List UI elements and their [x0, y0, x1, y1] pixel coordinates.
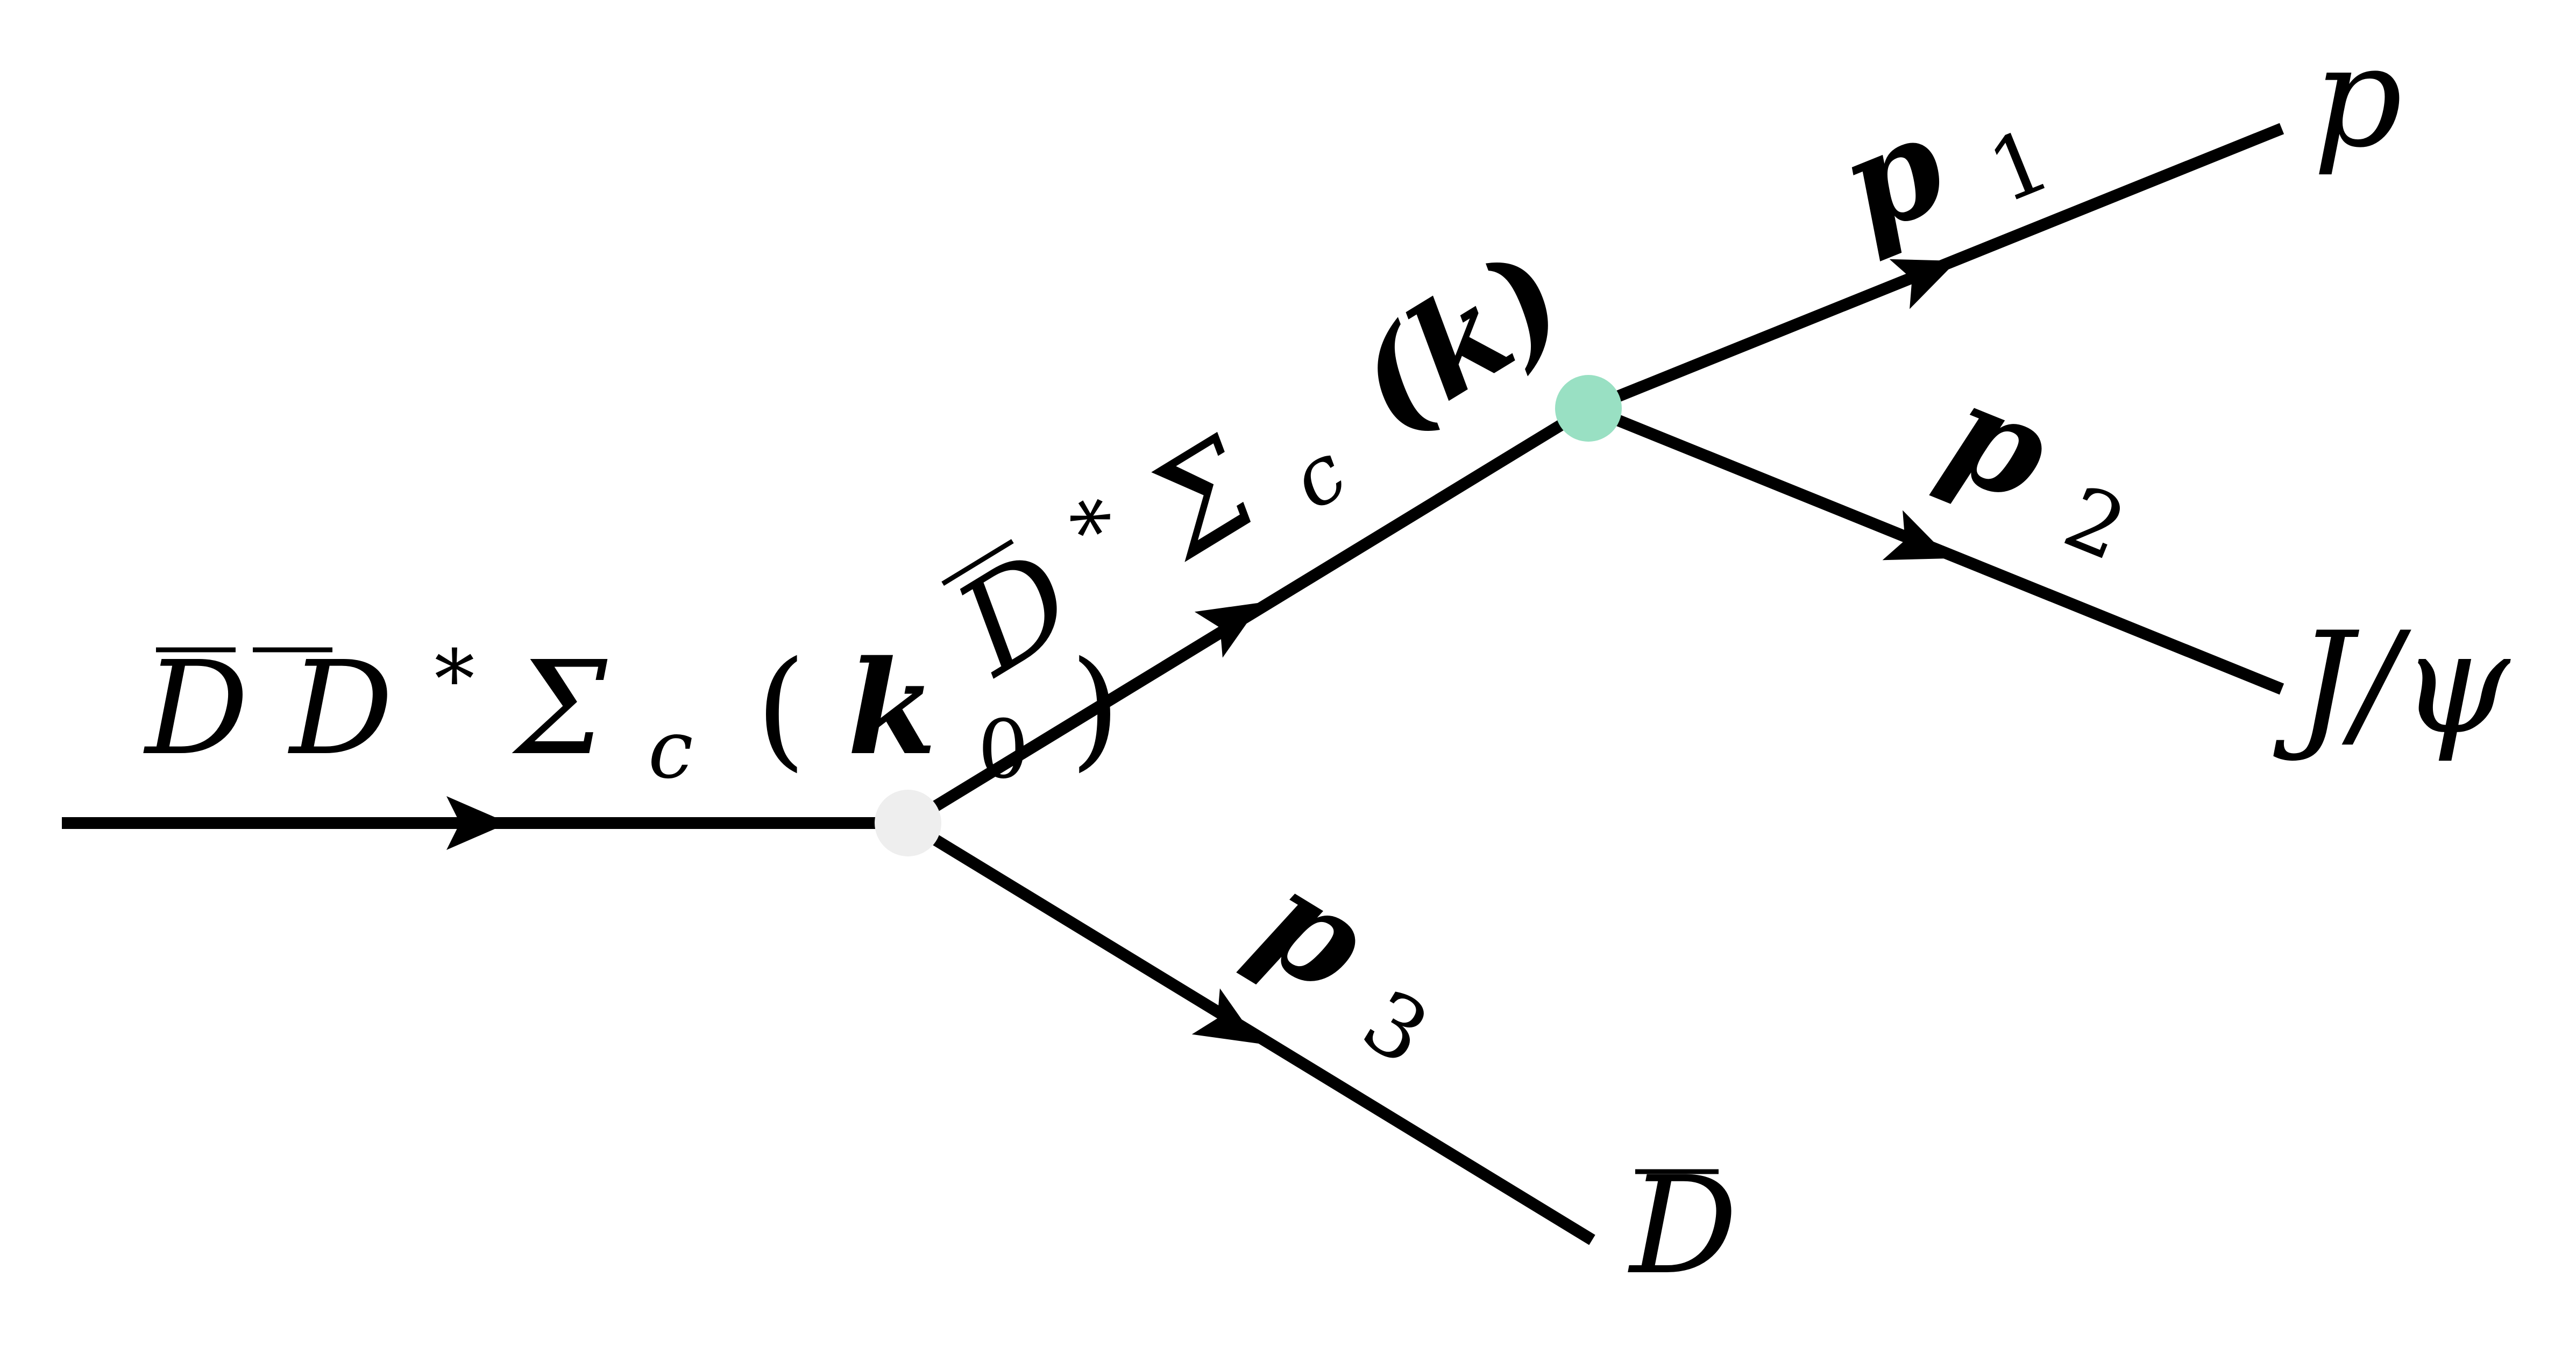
p3-label: p 3: [1226, 839, 1480, 1084]
svg-text:D D * Σ: D D * Σ c ( k 0 ): [143, 587, 1120, 808]
intermediate-label: D * Σ c (k): [907, 183, 1602, 726]
arrow-intermediate: [1194, 602, 1261, 658]
p2-main: p: [1925, 351, 2071, 533]
intermediate-star: *: [1056, 479, 1139, 580]
vertex-right: [1555, 375, 1622, 442]
p1-sub: 1: [1975, 109, 2063, 223]
incoming-open-paren: (: [756, 633, 806, 784]
p2-label: p 2: [1921, 351, 2165, 580]
vertex-left: [875, 790, 941, 856]
p1-label: p 1: [1819, 46, 2063, 275]
arrow-incoming: [446, 796, 508, 850]
p2-sub: 2: [2052, 466, 2140, 580]
svg-text:p 3: p 3: [1226, 839, 1480, 1084]
intermediate-d-bar: [941, 539, 1014, 586]
incoming-k: k: [847, 632, 936, 784]
out-p-label: p: [2313, 16, 2402, 179]
incoming-label: D D * Σ c ( k 0 ): [143, 587, 1120, 808]
intermediate-sigma: Σ: [1122, 410, 1282, 589]
arrow-p3: [1191, 988, 1259, 1044]
arrow-p1: [1889, 259, 1957, 309]
incoming-d2: D: [288, 633, 393, 784]
out-dbar-label: D: [1628, 1147, 1737, 1304]
p1-main: p: [1819, 84, 1965, 266]
p3-sub: 3: [1346, 970, 1445, 1084]
p3-main: p: [1231, 839, 1394, 1023]
incoming-k-sub: 0: [978, 703, 1029, 797]
svg-text:p 1: p 1: [1819, 46, 2063, 275]
svg-text:p 2: p 2: [1921, 351, 2165, 580]
intermediate-sub: c: [1275, 425, 1362, 528]
incoming-star: *: [434, 633, 474, 727]
arrow-p2: [1882, 510, 1950, 561]
out-jpsi-label: J/ψ: [2273, 602, 2511, 765]
incoming-sub: c: [648, 703, 693, 797]
svg-text:D * Σ c: D * Σ c (k): [907, 183, 1602, 726]
incoming-d1: D: [143, 633, 249, 784]
incoming-sigma: Σ: [512, 633, 608, 784]
incoming-close-paren: ): [1070, 633, 1120, 784]
